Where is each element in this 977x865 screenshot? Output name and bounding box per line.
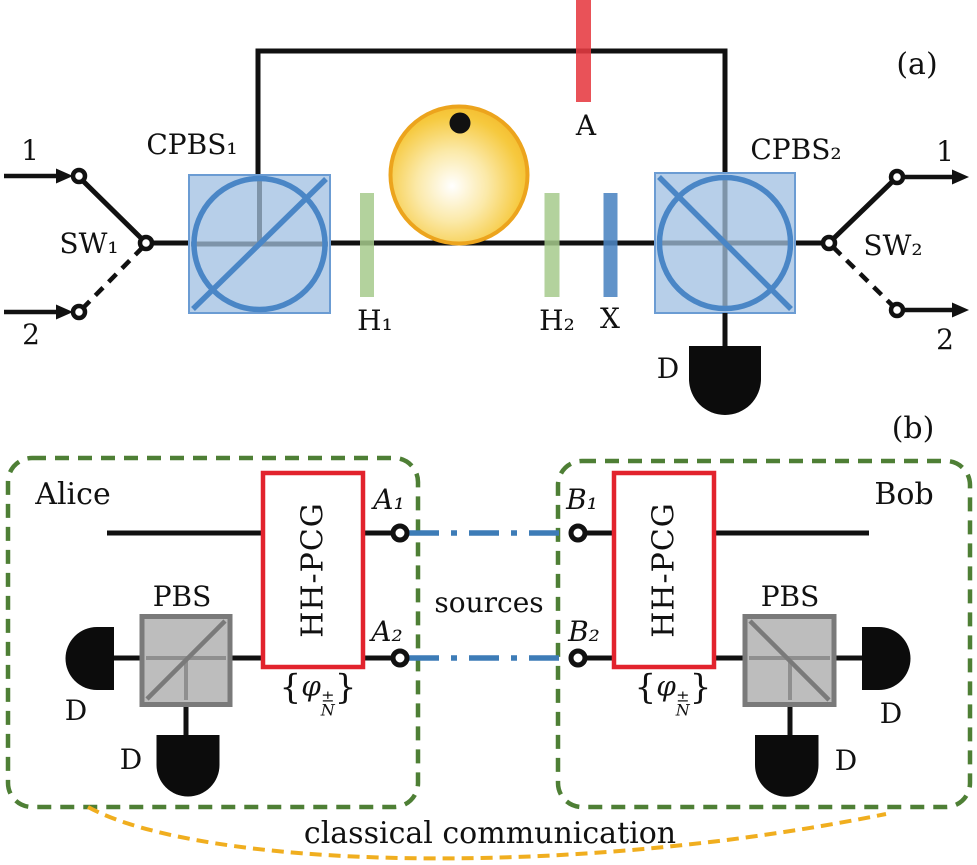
alice-hhpcg-label: HH-PCG	[295, 502, 331, 638]
panel-b-tag: (b)	[891, 411, 935, 446]
sphere-dot-icon	[449, 112, 471, 134]
bob-hhpcg-label: HH-PCG	[646, 502, 682, 638]
bob-state-close: }	[689, 667, 712, 708]
bob-state-open: {	[634, 667, 657, 708]
bob-port2-label: B₂	[568, 615, 600, 648]
sw1-solid-arm	[79, 177, 146, 243]
h1-label: H₁	[357, 304, 393, 337]
waveplate-h1	[360, 193, 374, 297]
alice-state-sub: N	[320, 700, 335, 719]
out-port2-label: 2	[936, 323, 954, 356]
ancilla-label: A	[575, 109, 597, 142]
in-port2-label: 2	[22, 318, 40, 351]
bob-state-phi: φ	[656, 669, 676, 703]
ancilla-bar	[576, 0, 591, 102]
sw2-pivot-icon	[820, 234, 838, 252]
alice-state-label: {φ±N}	[279, 667, 357, 719]
alice-port1-label: A₁	[373, 483, 405, 516]
sources-label: sources	[434, 586, 544, 619]
sw2-solid-arm	[830, 178, 896, 242]
cpbs1-diagonal	[191, 177, 328, 311]
switch-sw1	[4, 167, 155, 321]
alice-state-close: }	[334, 667, 357, 708]
alice-hhpcg-box	[260, 470, 366, 670]
bob-port1-label: B₁	[566, 483, 598, 516]
alice-detector-bottom-icon	[156, 735, 220, 797]
alice-state-open: {	[279, 667, 302, 708]
cpbs1-label: CPBS₁	[146, 128, 238, 161]
cpbs2-circle	[656, 174, 794, 312]
in-port1-label: 1	[21, 134, 39, 167]
alice-port2-label: A₂	[371, 615, 403, 648]
alice-label: Alice	[35, 477, 111, 512]
alice-state-sup: ±	[321, 686, 335, 706]
bob-state-sub: N	[675, 700, 690, 719]
input2-arrowhead-icon	[56, 304, 73, 320]
classical-channel-curve	[87, 805, 887, 861]
bob-detector-right-icon	[862, 627, 911, 690]
alice-detector-left-icon	[65, 627, 114, 690]
sw1-contact1-icon	[70, 167, 88, 185]
bob-port2-icon	[568, 648, 588, 668]
alice-port2-icon	[390, 648, 410, 668]
h2-label: H₂	[539, 304, 575, 337]
sw1-pivot-icon	[137, 234, 155, 252]
out-port1-label: 1	[936, 135, 954, 168]
sw2-contact2-icon	[888, 301, 906, 319]
top-bus-path	[255, 48, 728, 176]
alice-pbs-label: PBS	[152, 580, 212, 613]
alice-detector-bottom-label: D	[119, 743, 143, 776]
cpbs1-circle	[191, 175, 328, 313]
cpbs2-diagonal	[657, 175, 793, 311]
switch-sw2	[820, 168, 969, 319]
alice-pbs-component	[139, 614, 233, 707]
bob-port1-icon	[568, 523, 588, 543]
bob-pbs-label: PBS	[760, 580, 820, 613]
cpbs2-label: CPBS₂	[750, 133, 842, 166]
output1-arrowhead-icon	[952, 169, 969, 185]
output2-arrowhead-icon	[952, 302, 969, 318]
bob-detector-right-label: D	[879, 697, 903, 730]
cpbs2-component	[654, 172, 796, 314]
detector-a-label: D	[656, 352, 680, 385]
sw1-label: SW₁	[59, 227, 119, 260]
detector-a-icon	[689, 346, 761, 415]
classical-communication-label: classical communication	[303, 816, 677, 851]
sw2-label: SW₂	[863, 229, 923, 262]
sw2-dashed-arm	[831, 245, 896, 309]
waveplate-h2	[544, 193, 560, 297]
bob-pbs-diagonal	[748, 619, 831, 702]
bob-hhpcg-box	[611, 470, 717, 670]
cpbs1-component	[188, 174, 331, 314]
alice-detector-left-label: D	[64, 694, 88, 727]
bob-pbs-component	[742, 614, 837, 707]
bob-state-sup: ±	[676, 686, 690, 706]
sphere-body-icon	[388, 104, 530, 246]
x-plate	[603, 193, 618, 297]
alice-pbs-diagonal	[145, 619, 227, 701]
sw1-dashed-arm	[80, 245, 145, 311]
alice-state-phi: φ	[301, 669, 321, 703]
input1-arrowhead-icon	[56, 168, 73, 184]
panel-a-tag: (a)	[896, 47, 938, 82]
bob-label: Bob	[874, 477, 934, 512]
x-label: X	[600, 302, 620, 335]
alice-port1-icon	[390, 523, 410, 543]
atom-sphere	[388, 104, 530, 246]
sw2-contact1-icon	[888, 168, 906, 186]
sw1-contact2-icon	[70, 303, 88, 321]
bob-state-label: {φ±N}	[634, 667, 712, 719]
bob-detector-bottom-label: D	[834, 744, 858, 777]
bob-detector-bottom-icon	[755, 735, 819, 797]
